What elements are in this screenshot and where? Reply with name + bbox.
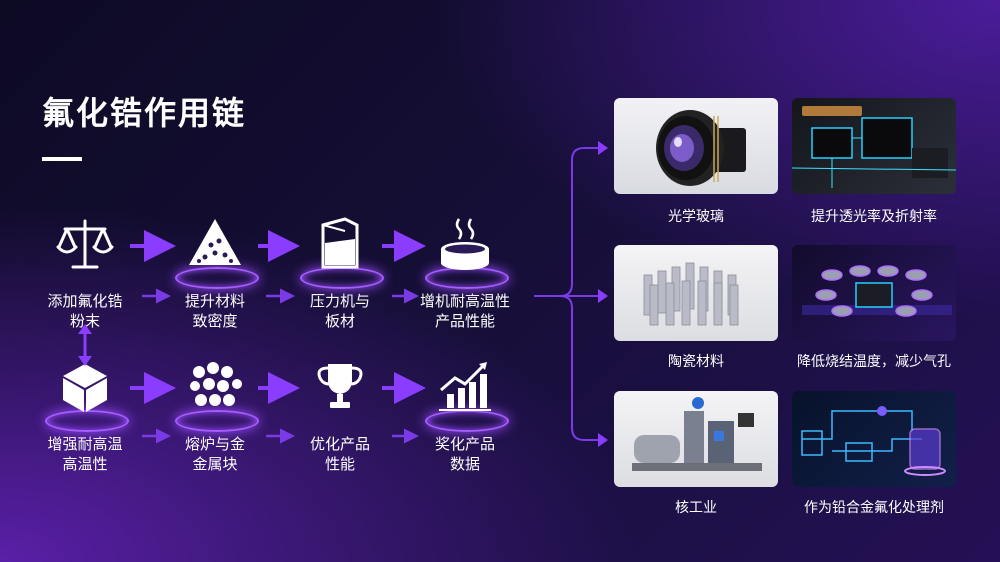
label-line: 提升材料	[184, 292, 245, 310]
node-optimize: 优化产品性能	[285, 358, 395, 474]
label-line: 压力机与	[309, 292, 370, 310]
label-line: 数据	[449, 455, 480, 473]
node-enhance-heat: 增强耐高温高温性	[30, 358, 140, 474]
trophy-icon	[317, 364, 363, 408]
label-line: 优化产品	[309, 435, 370, 453]
growth-chart-icon	[439, 362, 491, 411]
app-caption-right: 提升透光率及折射率	[811, 209, 937, 225]
label-line: 奖化产品	[434, 435, 495, 453]
arrowhead	[598, 289, 608, 303]
app-caption-left: 光学玻璃	[668, 209, 724, 225]
arrowhead	[598, 141, 608, 155]
label-line: 增机耐高温性	[419, 292, 510, 310]
app-caption-left: 陶瓷材料	[668, 354, 724, 370]
camera-lens-image	[614, 98, 778, 194]
label-line: 产品性能	[434, 312, 495, 330]
label-line: 粉末	[69, 312, 100, 330]
cube-icon	[63, 364, 107, 412]
density-pile-icon	[189, 219, 241, 265]
label-line: 高温性	[62, 455, 108, 473]
heat-resistant-disc-icon	[441, 218, 489, 270]
ceramic-pillars-image	[614, 245, 778, 341]
reactor-diagram-image	[792, 391, 956, 487]
label-line: 致密度	[192, 312, 238, 330]
app-caption-right: 降低烧结温度，减少气孔	[797, 354, 951, 370]
arrowhead	[598, 433, 608, 447]
node-furnace-metal: 熔炉与金金属块	[160, 358, 270, 474]
title-underline	[42, 157, 82, 161]
press-block-icon	[321, 217, 359, 269]
node-density: 提升材料致密度	[160, 215, 270, 331]
label-line: 性能	[324, 455, 355, 473]
branch-connector	[559, 147, 598, 297]
balance-scale-icon	[56, 219, 114, 269]
node-press-plate: 压力机与板材	[285, 215, 395, 331]
label-line: 熔炉与金	[184, 435, 245, 453]
branch-connector	[559, 295, 598, 441]
app-caption-right: 作为铅合金氟化处理剂	[804, 500, 944, 516]
label-line: 金属块	[192, 455, 238, 473]
label-line: 增强耐高温	[47, 435, 123, 453]
node-add-zrf4-powder: 添加氟化锆粉末	[30, 215, 140, 331]
app-caption-left: 核工业	[675, 500, 717, 516]
industrial-machine-image	[614, 391, 778, 487]
node-product-data: 奖化产品数据	[410, 358, 520, 474]
chip-array-image	[792, 245, 956, 341]
page-title: 氟化锆作用链	[42, 94, 247, 132]
circuit-board-image	[792, 98, 956, 194]
glow-ring	[175, 267, 259, 289]
glow-ring	[175, 410, 259, 432]
label-line: 板材	[324, 312, 355, 330]
label-line: 添加氟化锆	[47, 292, 123, 310]
metal-chunks-icon	[190, 362, 242, 406]
node-heat-resistance: 增机耐高温性产品性能	[410, 215, 520, 331]
